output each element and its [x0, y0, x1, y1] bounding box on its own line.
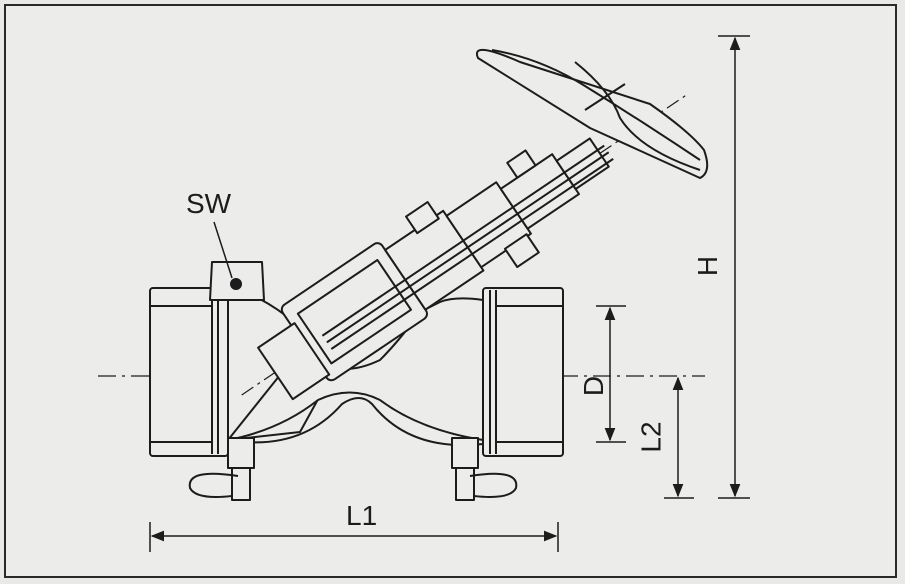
- right-drain-plug: [451, 437, 518, 501]
- dim-h: [718, 35, 750, 499]
- dim-l2: [664, 376, 694, 499]
- bonnet-assembly: [241, 92, 690, 401]
- label-h: H: [692, 255, 724, 277]
- right-pipe-end: [482, 287, 564, 457]
- sw-leader: [213, 221, 233, 279]
- label-l1: L1: [346, 500, 378, 531]
- label-d: D: [578, 375, 610, 397]
- dim-l1: [149, 522, 559, 552]
- dim-d: [596, 305, 626, 443]
- left-pipe-end: [149, 287, 229, 457]
- handwheel: [475, 49, 709, 179]
- label-l2: L2: [635, 421, 667, 453]
- label-sw: SW: [186, 188, 232, 219]
- left-drain-plug: [188, 437, 255, 501]
